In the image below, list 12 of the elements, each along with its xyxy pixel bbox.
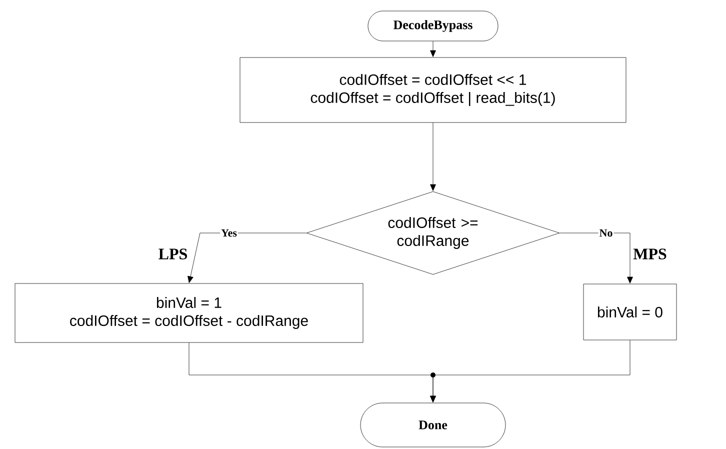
arrow [430,340,630,402]
arrow [560,232,633,284]
process-box: codIOffset = codIOffset << 1 codIOffset = codIOffset | read_bits(1) [240,57,626,123]
branch-label: MPS [633,248,666,260]
edge-label: No [598,228,614,238]
branch-label: LPS [158,248,187,260]
arrow [430,122,436,191]
edge-label: Yes [220,228,238,238]
arrow [430,41,436,57]
arrow [188,232,306,283]
process-box: binVal = 0 [583,284,677,340]
process-box: binVal = 1 codIOffset = codIOffset - codIRange [14,283,364,343]
